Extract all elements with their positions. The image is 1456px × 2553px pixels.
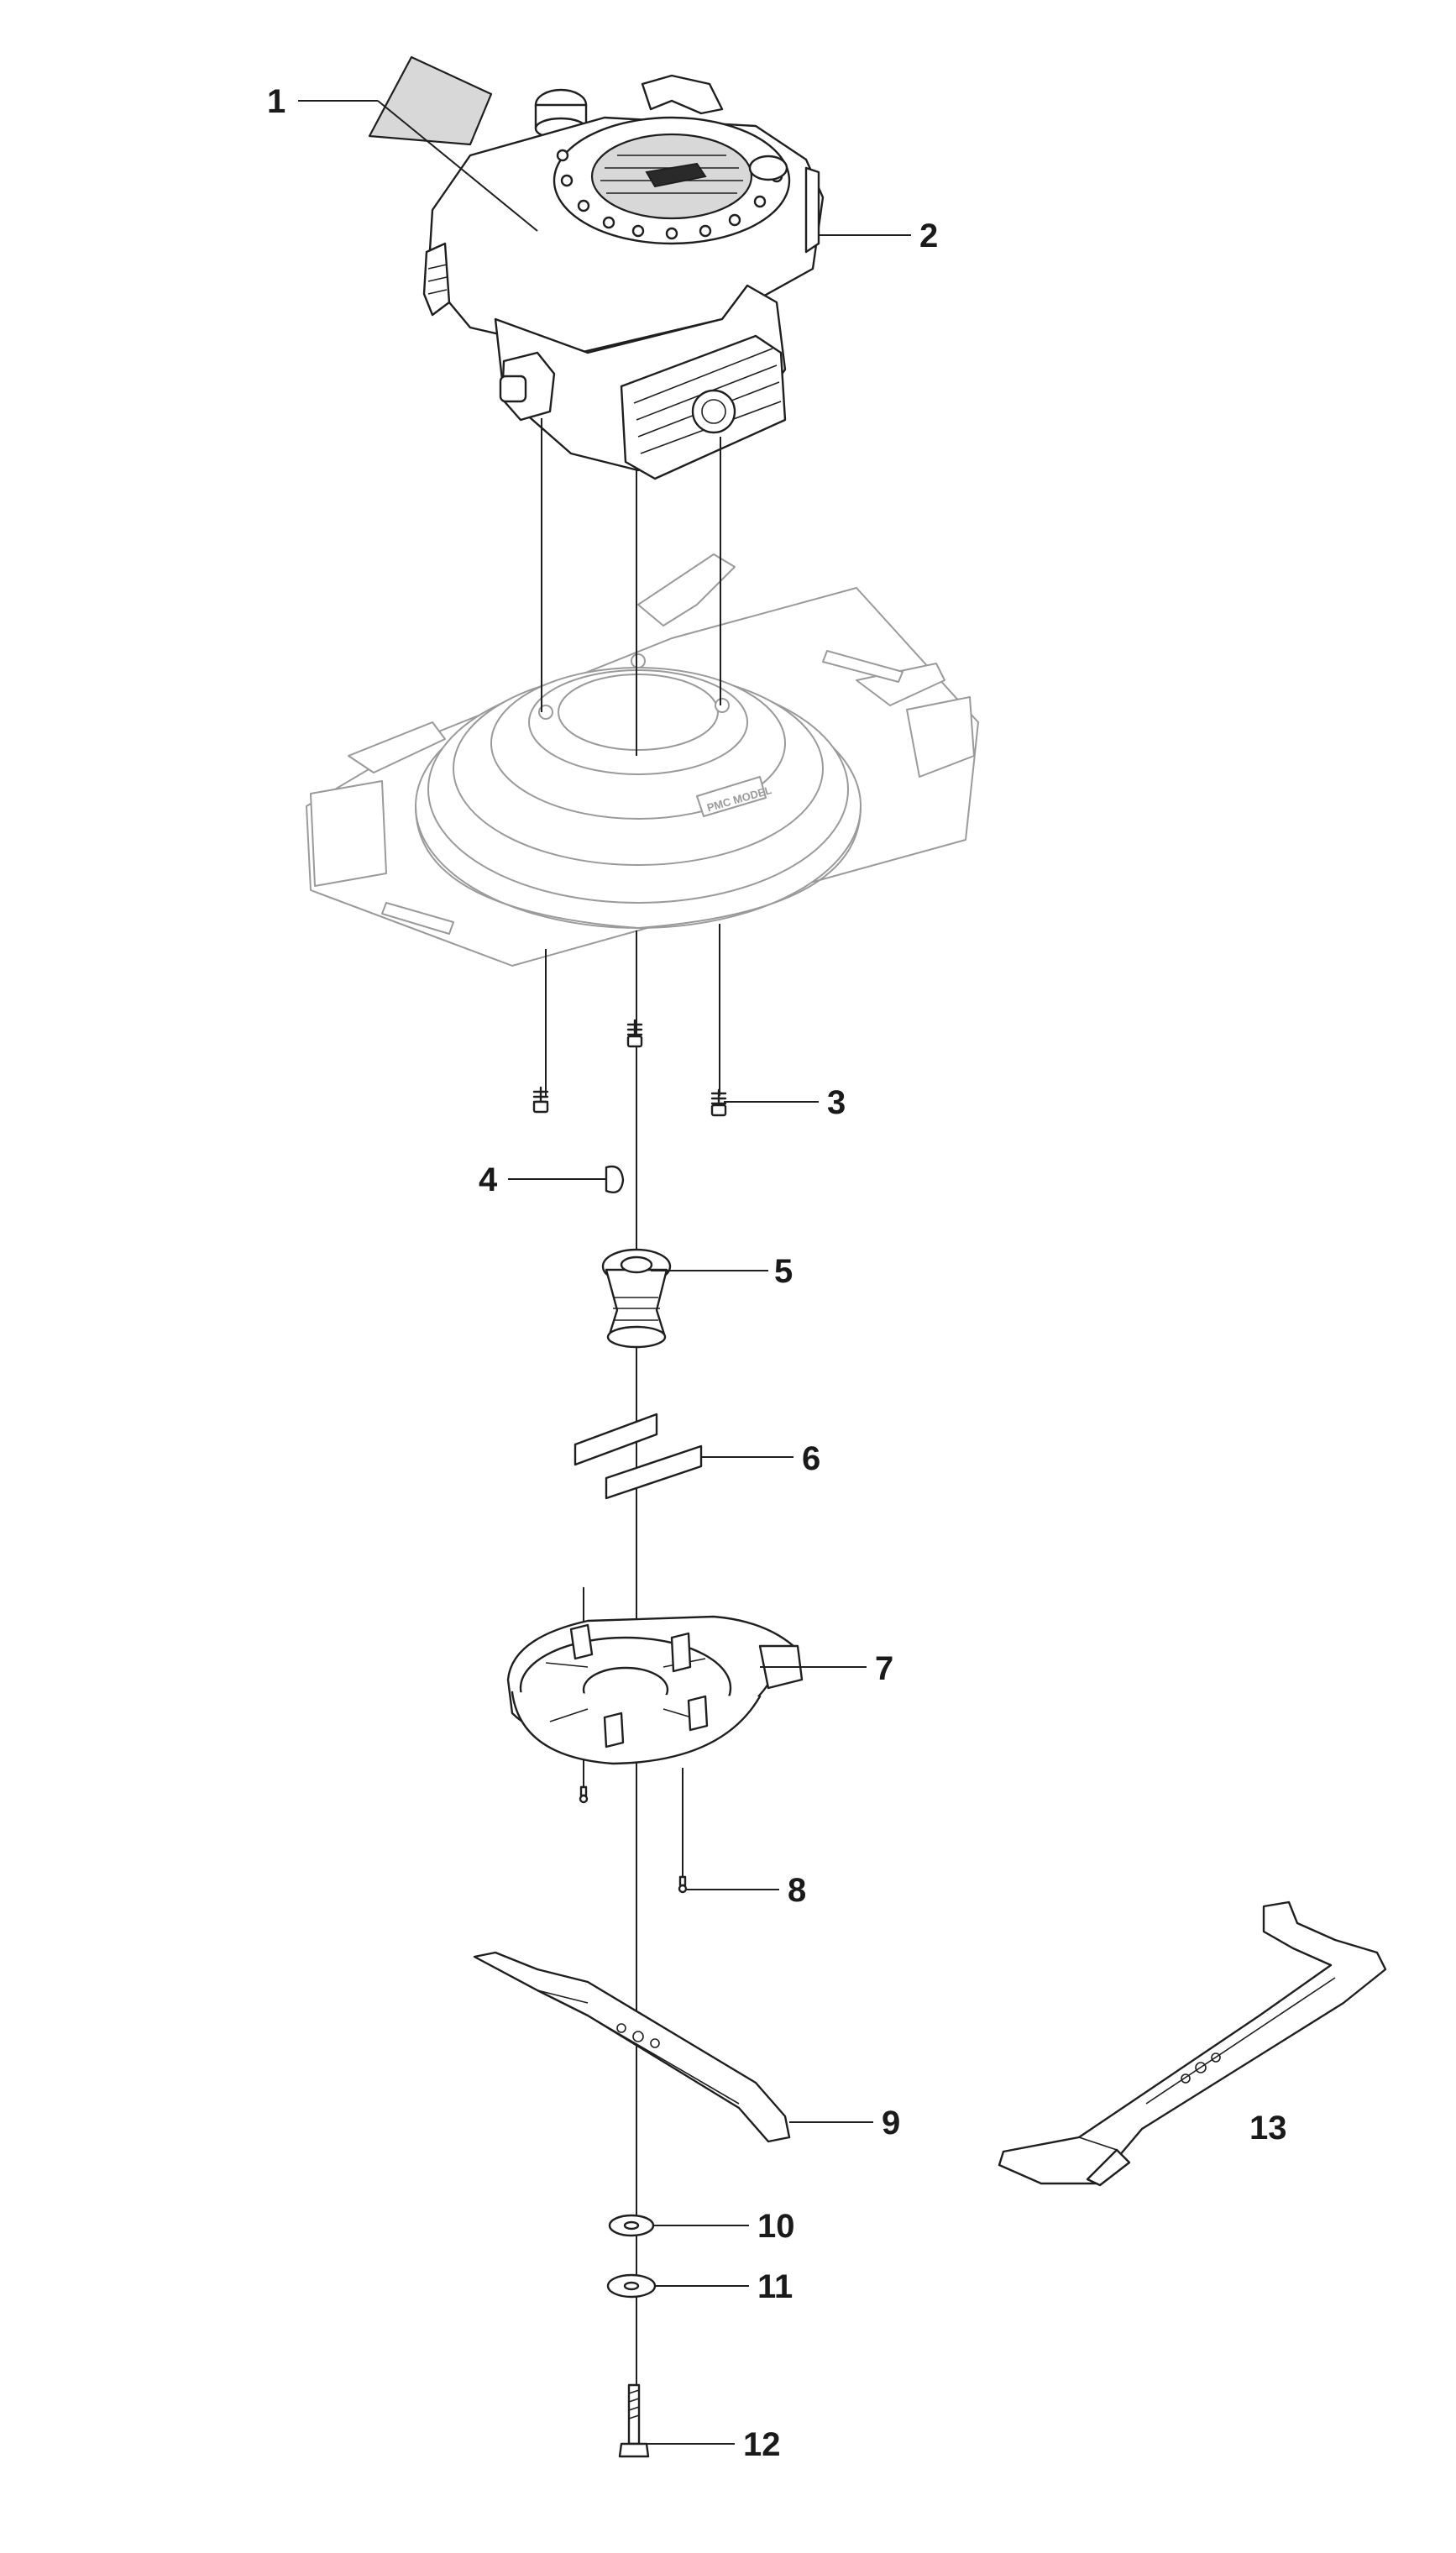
callout-6: 6 (802, 1440, 820, 1477)
callout-13: 13 (1249, 2110, 1287, 2147)
part-11-washer[interactable] (606, 2273, 657, 2299)
callout-10: 10 (757, 2208, 795, 2245)
callout-5: 5 (774, 1253, 793, 1290)
callout-7: 7 (875, 1650, 893, 1687)
part-12-blade-bolt[interactable] (618, 2383, 650, 2458)
mower-deck: PMC MODEL (306, 553, 979, 967)
callout-11: 11 (757, 2268, 793, 2305)
leader-lines (298, 100, 911, 2445)
part-9-blade[interactable] (473, 1951, 791, 2143)
callout-4: 4 (479, 1161, 498, 1198)
part-1-decal[interactable] (368, 55, 493, 146)
callout-12: 12 (743, 2426, 781, 2463)
part-5-blade-adapter[interactable] (601, 1248, 672, 1349)
part-2-engine[interactable] (422, 74, 825, 480)
part-13-blade[interactable] (998, 1900, 1387, 2187)
callout-8: 8 (788, 1872, 806, 1909)
part-6-wedges[interactable] (573, 1413, 703, 1500)
part-4-key[interactable] (605, 1165, 625, 1194)
callout-9: 9 (882, 2105, 900, 2141)
callout-labels: 1 2 3 4 5 6 7 8 9 10 11 12 13 (267, 83, 1287, 2463)
callout-3: 3 (827, 1084, 846, 1121)
part-8-screws[interactable] (579, 1785, 688, 1894)
part-7-blade-carrier[interactable] (506, 1615, 804, 1765)
part-3-bolts[interactable] (532, 1019, 727, 1117)
part-10-washer[interactable] (608, 2214, 655, 2237)
callout-1: 1 (267, 83, 285, 120)
callout-2: 2 (919, 218, 938, 254)
